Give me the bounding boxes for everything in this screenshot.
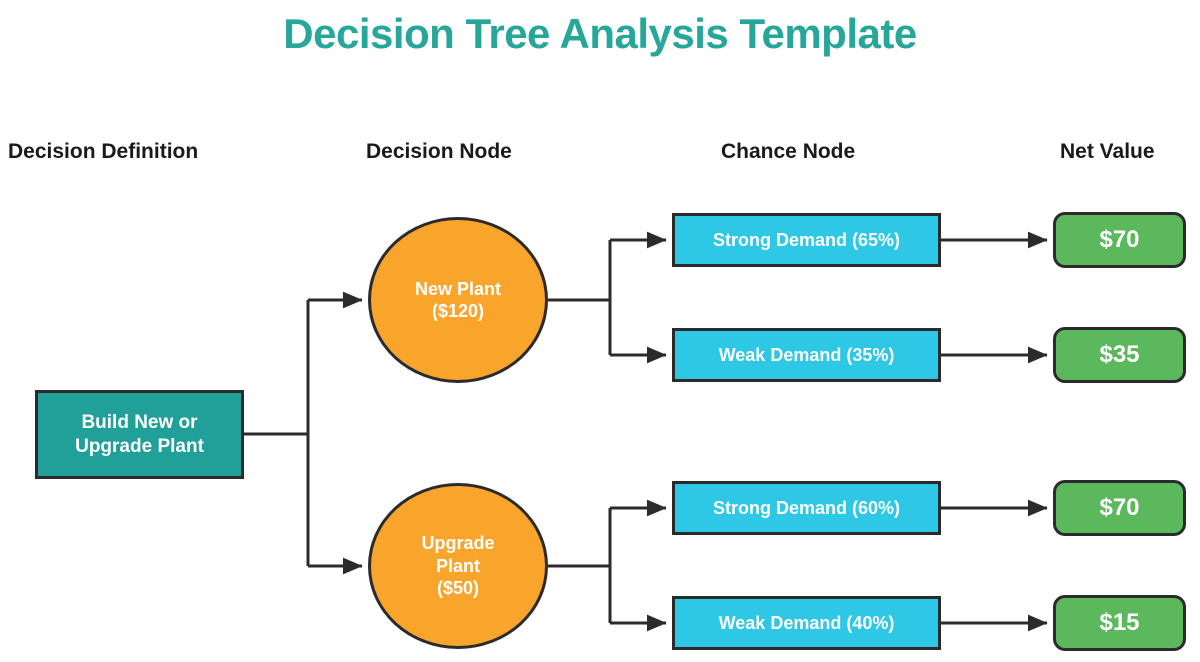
- decision-node-new-plant[interactable]: New Plant ($120): [368, 217, 548, 383]
- chance-node-weak-demand-40[interactable]: Weak Demand (40%): [672, 596, 941, 650]
- net-value-node-1[interactable]: $70: [1053, 212, 1186, 268]
- chance-node-weak-demand-35[interactable]: Weak Demand (35%): [672, 328, 941, 382]
- decision-node-upgrade-plant[interactable]: Upgrade Plant ($50): [368, 483, 548, 649]
- page-title: Decision Tree Analysis Template: [283, 10, 917, 57]
- net-value-node-2[interactable]: $35: [1053, 327, 1186, 383]
- column-header-net-value: Net Value: [1060, 140, 1155, 163]
- column-header-decision-definition: Decision Definition: [8, 140, 199, 163]
- net-value-node-4[interactable]: $15: [1053, 595, 1186, 651]
- column-header-chance-node: Chance Node: [721, 140, 856, 163]
- net-value-node-3[interactable]: $70: [1053, 480, 1186, 536]
- chance-node-strong-demand-65[interactable]: Strong Demand (65%): [672, 213, 941, 267]
- chance-node-strong-demand-60[interactable]: Strong Demand (60%): [672, 481, 941, 535]
- decision-definition-node[interactable]: Build New or Upgrade Plant: [35, 390, 244, 479]
- column-header-decision-node: Decision Node: [366, 140, 512, 163]
